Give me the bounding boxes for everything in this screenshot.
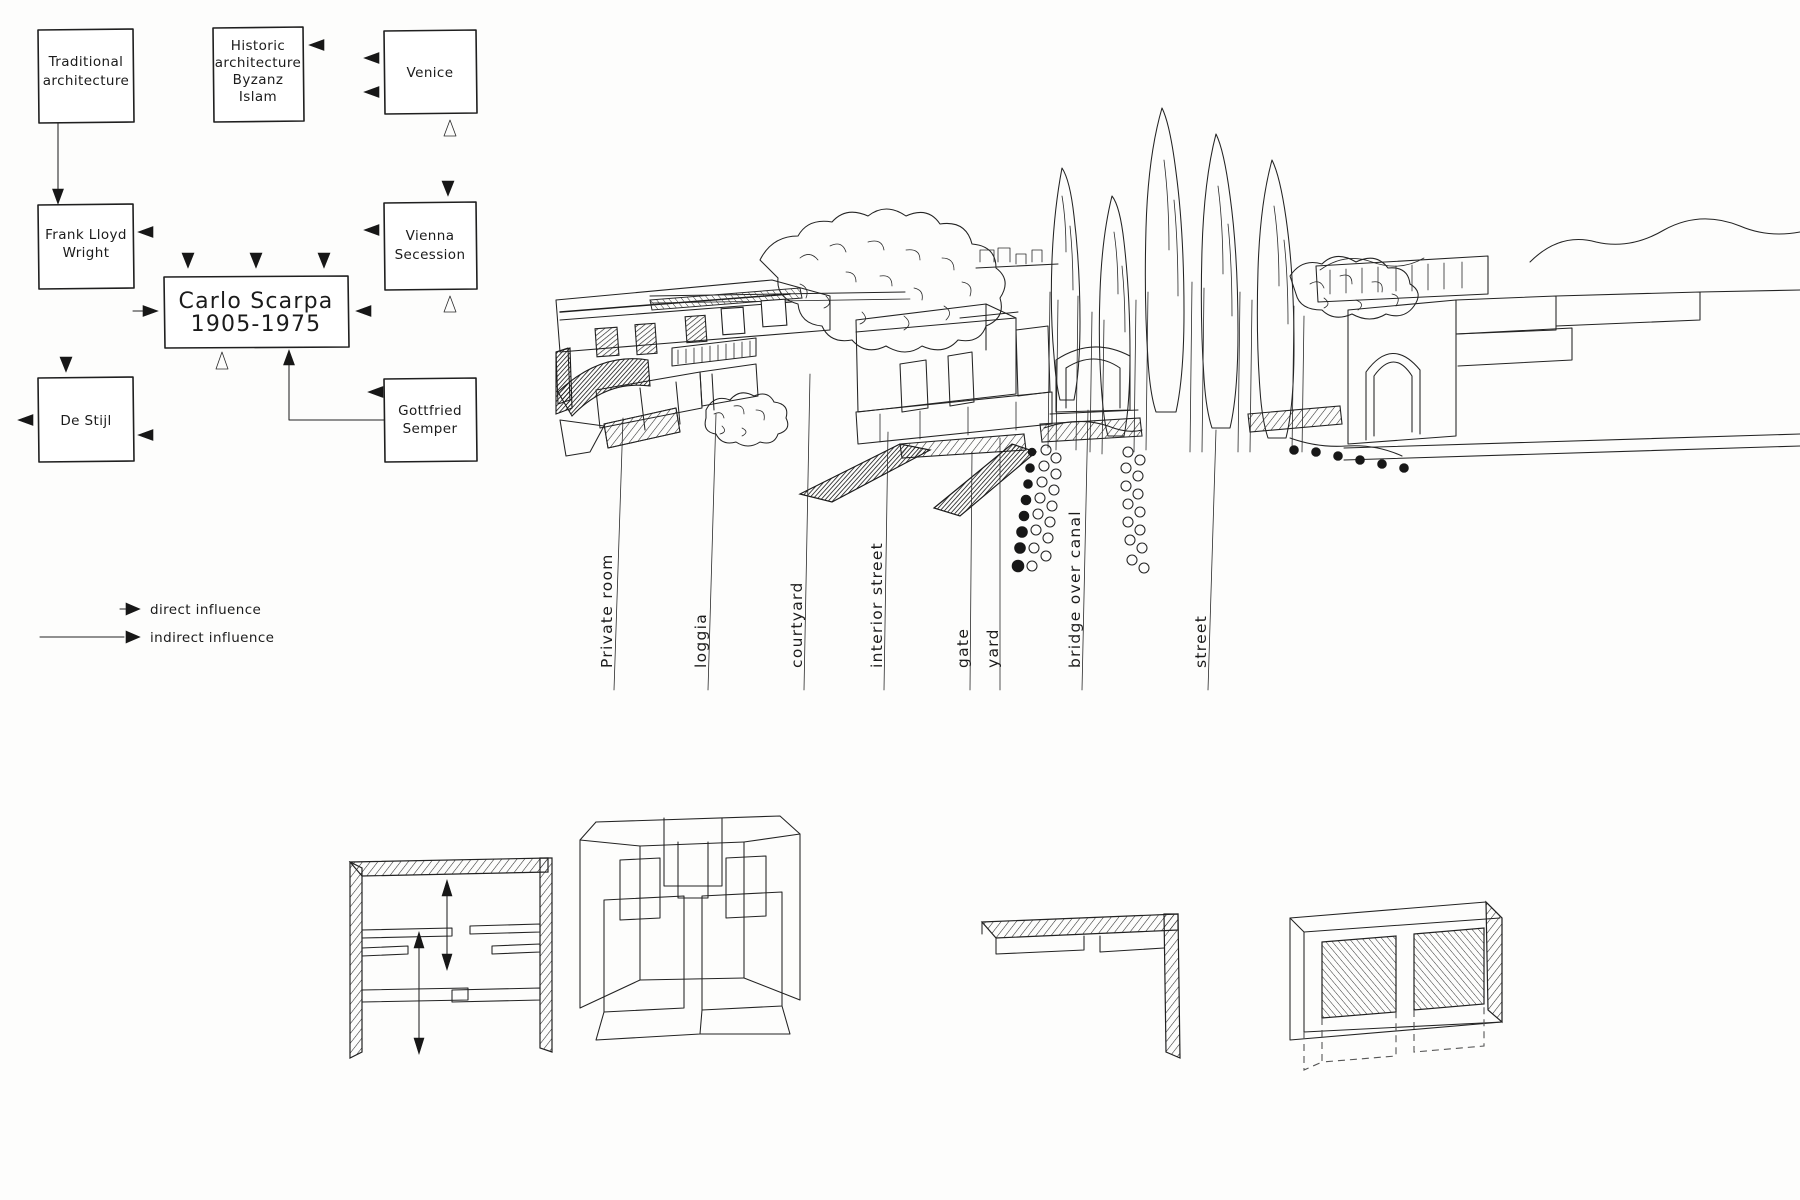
legend-label-indirect: indirect influence [150, 630, 274, 646]
caption-private-room: Private room [598, 553, 616, 668]
caption-courtyard: courtyard [788, 581, 806, 668]
influence-diagram: Traditional architecture Historic archit… [17, 26, 478, 463]
node-label-line: architecture [215, 55, 302, 71]
caption-bridge-over-canal: bridge over canal [1066, 510, 1084, 668]
node-de-stijl[interactable]: De Stijl [37, 376, 135, 463]
panorama-captions: Private room loggia courtyard interior s… [598, 510, 1210, 668]
callout-leader-lines [613, 373, 1217, 691]
panorama-sequence-sketch: Private room loggia courtyard interior s… [555, 107, 1800, 691]
legend-item-direct-influence: direct influence [119, 602, 261, 618]
arrowhead-de-stijl-left [17, 414, 34, 426]
node-label-line: Gottfried [398, 403, 462, 419]
legend-label-direct: direct influence [150, 602, 261, 618]
arrowhead-vienna-bottom [443, 295, 457, 313]
caption-gate: gate [954, 628, 972, 668]
node-label-line: Secession [395, 247, 466, 263]
bridge-planks [798, 405, 1343, 517]
arrowhead-group-scarpa-top [181, 252, 331, 269]
node-label-line: De Stijl [60, 413, 111, 429]
node-label-line: Semper [403, 421, 458, 437]
paving-dots [1011, 437, 1409, 574]
node-label-line: Traditional [48, 54, 124, 70]
node-label-line: Historic [231, 38, 285, 54]
node-historic-architecture[interactable]: Historic architecture Byzanz Islam [212, 26, 305, 123]
arched-pavilion [1049, 346, 1139, 415]
node-label-line: Venice [407, 65, 454, 81]
node-label-line: architecture [43, 73, 130, 89]
node-frank-lloyd-wright[interactable]: Frank Lloyd Wright [37, 203, 135, 290]
node-label-line: Vienna [406, 228, 455, 244]
connector-semper-to-scarpa [283, 349, 385, 421]
arrowhead-group-scarpa-bottom [215, 351, 229, 370]
node-traditional-architecture[interactable]: Traditional architecture [37, 28, 135, 124]
legend: direct influence indirect influence [39, 602, 274, 646]
arrowhead-historic-architecture [308, 39, 325, 51]
arrowhead-semper-top [367, 386, 384, 398]
movement-arrow-lower [413, 930, 425, 1056]
legend-item-indirect-influence: indirect influence [39, 630, 274, 646]
node-label-line: Frank Lloyd [45, 227, 127, 243]
right-gate-building [1343, 289, 1800, 461]
arrowhead-venice-left [363, 52, 380, 98]
arrowhead-vienna-top [441, 180, 455, 197]
node-carlo-scarpa[interactable]: Carlo Scarpa 1905-1975 [163, 275, 350, 349]
caption-loggia: loggia [692, 613, 710, 668]
center-node-title: Carlo Scarpa [179, 289, 334, 314]
left-building [555, 279, 831, 457]
arrowhead-de-stijl-right [137, 429, 154, 441]
node-label-line: Islam [239, 89, 277, 105]
corner-plan-sketch [980, 913, 1181, 1059]
node-label-line: Wright [63, 245, 110, 261]
arrowhead-de-stijl-top [59, 356, 73, 373]
node-label-line: Byzanz [233, 72, 284, 88]
arrowhead-frank-lloyd-wright [137, 226, 154, 238]
caption-interior-street: interior street [868, 542, 886, 668]
central-buildings [855, 303, 1053, 445]
arrowhead-group-scarpa-sides [132, 305, 372, 317]
detail-sketch-row [348, 815, 1503, 1071]
arrowhead-venice-bottom [443, 119, 457, 137]
node-vienna-secession[interactable]: Vienna Secession [383, 201, 478, 291]
caption-street: street [1192, 615, 1210, 668]
arrowhead-vienna-left [363, 224, 380, 236]
connector-traditional-to-flw [52, 122, 64, 205]
movement-arrow-upper [441, 878, 453, 972]
window-wall-sketch [1289, 900, 1503, 1071]
plan-sketch [348, 857, 553, 1059]
center-node-dates: 1905-1975 [191, 312, 322, 337]
cypress-trees [1047, 107, 1305, 455]
perspective-sketch [579, 815, 801, 1041]
node-gottfried-semper[interactable]: Gottfried Semper [383, 377, 478, 463]
caption-yard: yard [984, 628, 1002, 668]
node-venice[interactable]: Venice [383, 29, 478, 115]
